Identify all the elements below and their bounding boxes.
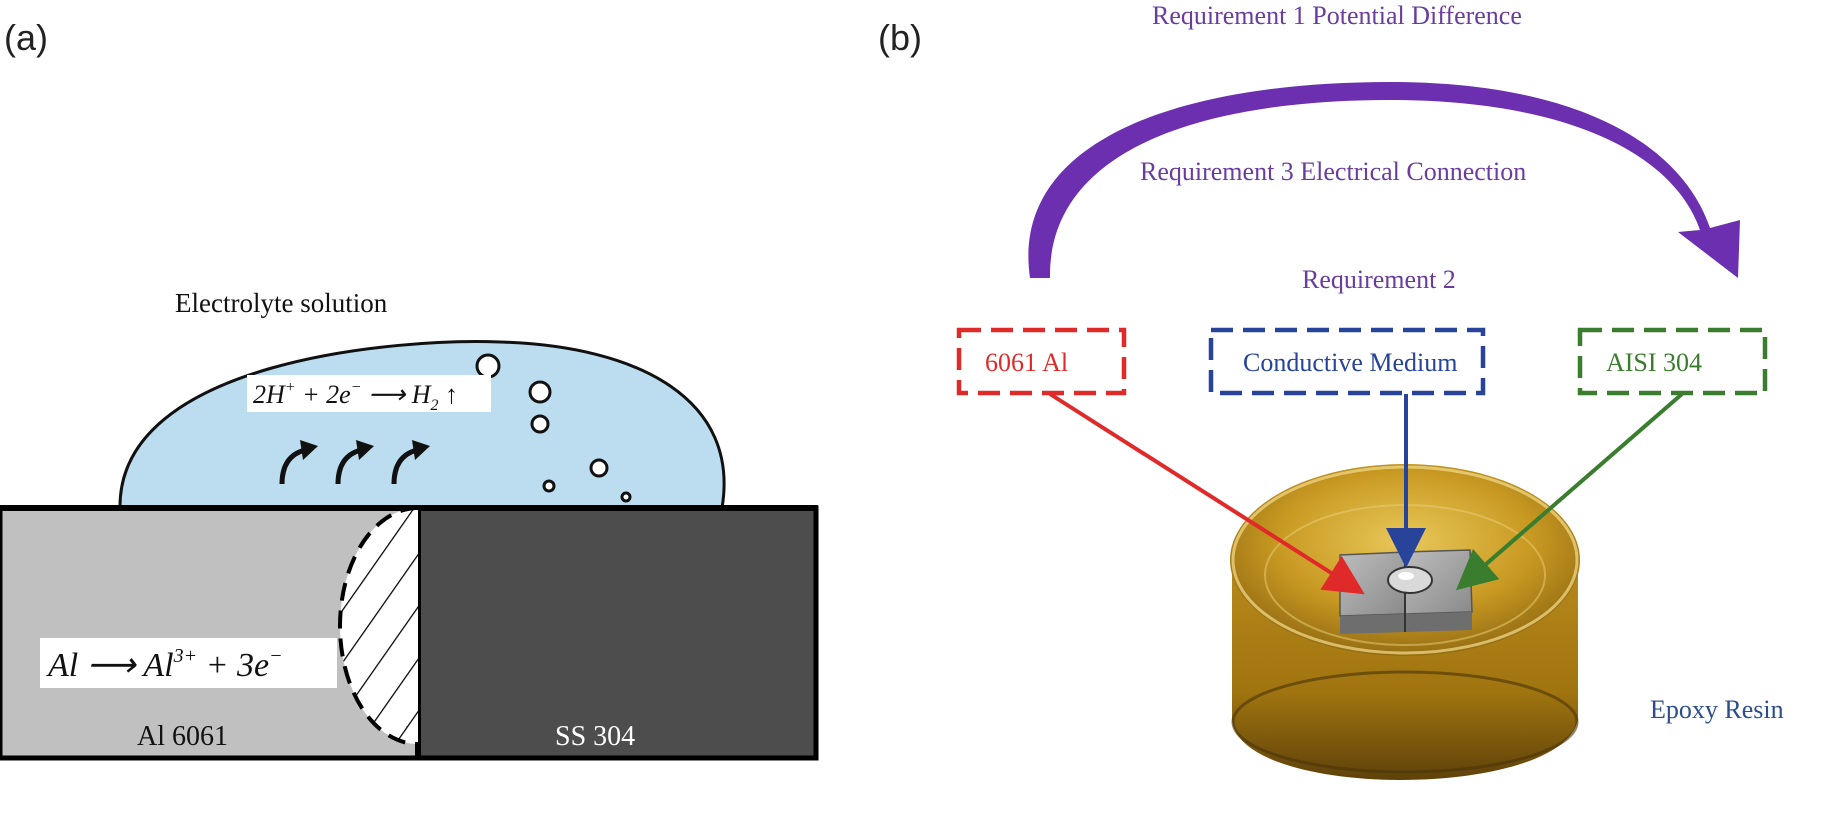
anodic-reaction-box xyxy=(40,638,337,688)
box-aisi-304-label: AISI 304 xyxy=(1606,348,1702,377)
electrolyte-droplet-photo xyxy=(1387,566,1433,594)
electron-arrows xyxy=(279,447,418,485)
requirement-2-label: Requirement 2 xyxy=(1302,265,1456,294)
arrowhead-icon xyxy=(412,440,430,460)
metal-label-ss304: SS 304 xyxy=(555,721,635,752)
box-aisi-304 xyxy=(1577,327,1768,396)
arrowhead-icon xyxy=(300,440,318,460)
metal-label-al6061: Al 6061 xyxy=(137,721,228,752)
requirement-1-label: Requirement 1 Potential Difference xyxy=(1152,1,1522,30)
hydrogen-bubbles xyxy=(475,353,632,503)
bubble xyxy=(530,414,550,434)
bubble xyxy=(528,380,552,404)
box-6061-al xyxy=(956,327,1127,396)
electrolyte-label: Electrolyte solution xyxy=(175,288,388,318)
box-6061-al-label: 6061 Al xyxy=(985,348,1068,377)
curved-arrow-icon xyxy=(335,447,362,485)
droplet-highlight xyxy=(1398,572,1414,580)
curved-arrow-icon xyxy=(391,447,418,485)
bubble xyxy=(589,458,609,478)
metal-samples xyxy=(1339,549,1473,634)
arrow-6061-al xyxy=(1048,392,1365,595)
electrolyte-droplet xyxy=(118,340,726,510)
epoxy-resin-label: Epoxy Resin xyxy=(1650,695,1784,724)
box-conductive-medium xyxy=(1208,327,1486,396)
arrow-aisi-304 xyxy=(1455,392,1684,591)
corrosion-zone xyxy=(338,506,419,746)
arrowhead-icon xyxy=(356,440,374,460)
bubble xyxy=(475,353,501,379)
curved-arrow-icon xyxy=(279,447,306,485)
panel-b-label: (b) xyxy=(878,17,922,58)
box-conductive-medium-label: Conductive Medium xyxy=(1243,348,1457,377)
panel-a-label: (a) xyxy=(4,17,48,58)
bubble xyxy=(620,491,632,503)
requirement-3-label: Requirement 3 Electrical Connection xyxy=(1140,157,1526,186)
anodic-reaction: Al ⟶ Al3+ + 3e− xyxy=(46,645,283,684)
cathodic-reaction-box xyxy=(247,375,491,412)
epoxy-bottom-edge xyxy=(1231,670,1579,774)
bubble xyxy=(542,479,556,493)
cathodic-reaction: 2H+ + 2e− ⟶ H2 ↑ xyxy=(253,379,458,414)
